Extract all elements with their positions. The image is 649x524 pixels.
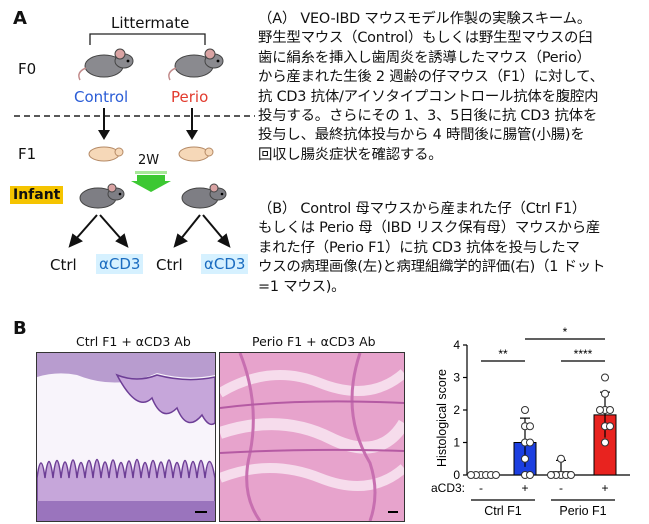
down-arrow-icon <box>186 108 198 140</box>
y-tick-label: 2 <box>453 403 460 417</box>
f1-label: F1 <box>18 145 37 163</box>
branch-arrows <box>68 214 231 248</box>
panel-a-letter: A <box>13 8 27 29</box>
littermate-bracket <box>89 33 206 45</box>
pup-icon <box>178 146 214 162</box>
significance-label: * <box>563 325 568 339</box>
treatment-row-label: aCD3: <box>431 481 465 495</box>
two-weeks-label: 2W <box>138 153 160 168</box>
significance-label: ** <box>498 347 508 361</box>
para-b-line: （B） Control 母マウスから産まれた仔（Ctrl F1） <box>258 201 587 217</box>
infant-tag: Infant <box>10 186 64 204</box>
data-point <box>601 373 609 382</box>
y-tick-label: 4 <box>453 338 460 352</box>
significance-brackets: ******* <box>481 325 605 362</box>
para-a-line: 投与し、最終抗体投与から 4 時間後に腸管(小腸)を <box>258 127 585 144</box>
panel-a-diagram <box>14 33 255 248</box>
data-point <box>526 471 534 479</box>
data-point <box>601 438 609 447</box>
treatment-label: + <box>521 481 528 495</box>
para-b-line: もしくは Perio 母（IBD リスク保有母）マウスから産 <box>258 220 601 237</box>
treatment-label: - <box>559 481 563 495</box>
y-tick-label: 3 <box>453 371 460 385</box>
para-a-line: 投与する。さらにその 1、3、5日後に抗 CD3 抗体を <box>258 108 598 125</box>
paragraph-b: （B） Control 母マウスから産まれた仔（Ctrl F1） もしくは Pe… <box>258 200 649 297</box>
acd3-left-label: αCD3 <box>96 254 144 274</box>
ctrl-left-label: Ctrl <box>50 256 77 274</box>
micrograph-left-title: Ctrl F1 + αCD3 Ab <box>76 334 191 349</box>
para-a-line: （A） VEO-IBD マウスモデル作製の実験スキーム。 <box>258 11 592 27</box>
micrograph-right-title: Perio F1 + αCD3 Ab <box>252 334 376 349</box>
littermate-label: Littermate <box>111 14 190 32</box>
data-point <box>601 389 609 398</box>
perio-label: Perio <box>171 88 209 106</box>
acd3-right-label: αCD3 <box>201 254 249 274</box>
f0-label: F0 <box>18 60 37 78</box>
panel-b-letter: B <box>13 318 27 339</box>
micrograph-perio-f1 <box>219 352 405 522</box>
micrograph-ctrl-f1 <box>36 352 216 522</box>
data-point <box>526 438 534 447</box>
data-point <box>596 406 604 414</box>
data-point <box>521 454 529 463</box>
data-point <box>606 406 614 414</box>
treatment-label: - <box>479 481 483 495</box>
data-point <box>526 422 534 431</box>
data-point <box>467 471 475 479</box>
para-b-line: まれた仔（Perio F1）に抗 CD3 抗体を投与したマ <box>258 239 580 256</box>
para-b-line: ウスの病理画像(左)と病理組織学的評価(右)（1 ドット <box>258 259 606 276</box>
pup-icon <box>88 146 124 162</box>
group-label: Ctrl F1 <box>484 504 522 518</box>
data-point <box>606 422 614 431</box>
para-a-line: 野生型マウス（Control）もしくは野生型マウスの臼 <box>258 30 593 47</box>
down-arrow-icon <box>98 108 110 140</box>
ctrl-right-label: Ctrl <box>156 256 183 274</box>
para-a-line: 抗 CD3 抗体/アイソタイプコントロール抗体を腹腔内 <box>258 88 599 105</box>
data-point <box>521 406 529 414</box>
para-a-line: 回収し腸炎症状を確認する。 <box>258 146 443 163</box>
bars <box>467 373 630 479</box>
data-point <box>547 471 555 479</box>
data-point <box>567 471 575 479</box>
mouse-icon <box>79 183 125 209</box>
y-tick-label: 1 <box>453 436 460 450</box>
mouse-icon <box>168 48 224 81</box>
paragraph-a: （A） VEO-IBD マウスモデル作製の実験スキーム。 野生型マウス（Cont… <box>258 10 649 165</box>
significance-label: **** <box>574 347 593 361</box>
data-point <box>492 471 500 479</box>
mouse-icon <box>78 48 134 81</box>
y-axis-label: Histological score <box>435 369 449 467</box>
y-axis: 0 1 2 3 4 <box>453 338 468 482</box>
y-tick-label: 0 <box>453 468 460 482</box>
group-label: Perio F1 <box>559 504 606 518</box>
treatment-label: + <box>601 481 608 495</box>
para-b-line: =1 マウス)。 <box>258 278 346 295</box>
data-point <box>557 454 565 463</box>
green-down-arrow-icon <box>131 171 171 192</box>
mouse-icon <box>181 183 227 209</box>
control-label: Control <box>74 88 129 106</box>
para-a-line: 歯に絹糸を挿入し歯周炎を誘導したマウス（Perio） <box>258 49 591 66</box>
para-a-line: から産まれた生後 2 週齢の仔マウス（F1）に対して、 <box>258 69 604 86</box>
